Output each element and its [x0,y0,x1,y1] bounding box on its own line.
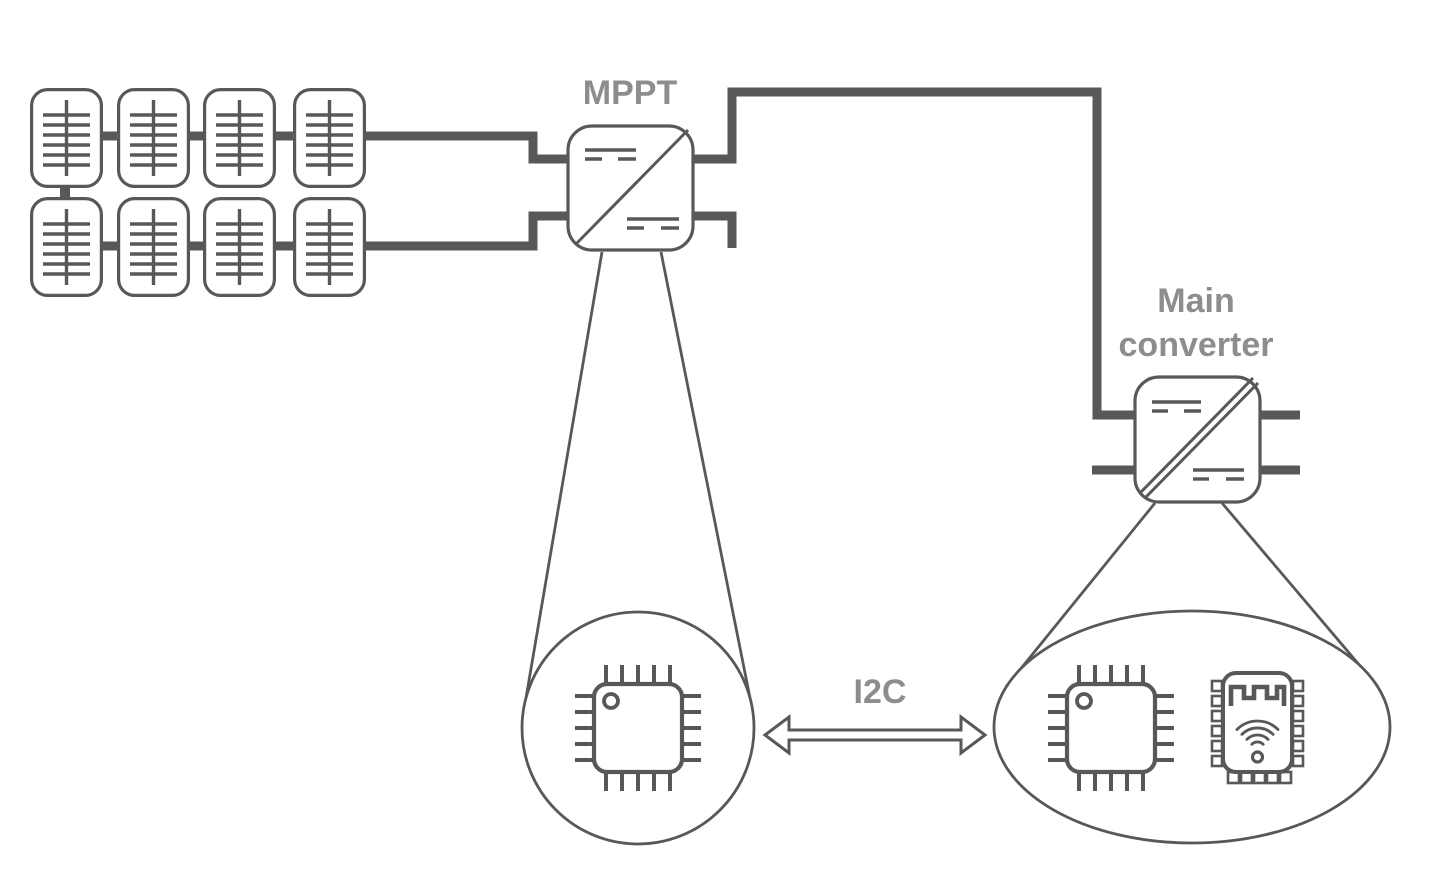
mppt-to-main-wire [692,87,1137,420]
wifi-module-icon [1210,671,1305,785]
main-converter-label-line1: Main [1157,282,1234,320]
main-converter-label-line2: converter [1119,326,1274,364]
magnifier-cone-line [659,251,752,699]
solar-panel-icon [203,88,276,188]
solar-panel-icon [30,88,103,188]
dc-symbol-output [627,217,679,230]
dc-dc-converter-icon [1133,375,1262,504]
main-converter-block [1133,375,1262,504]
dc-symbol-output [1193,468,1244,481]
magnifier-cone-line [1004,502,1157,688]
magnifier-cone-line [524,251,604,699]
mppt-return-stub-wire [692,211,737,248]
solar-panel-icon [117,88,190,188]
i2c-double-arrow-icon [762,714,988,756]
solar-panel-icon [293,197,366,297]
dc-symbol-input [585,148,636,161]
solar-panel-icon [117,197,190,297]
solar-panel-icon [30,197,103,297]
mppt-label: MPPT [583,74,678,112]
solar-panel-icon [203,197,276,297]
main-converter-zoom-callout [992,502,1392,845]
solar-panel-icon [293,88,366,188]
magnifier-cone-line [1220,502,1380,688]
i2c-label: I2C [854,673,907,711]
solar-array [30,88,366,297]
mppt-zoom-callout [520,251,756,846]
dc-symbol-input [1152,400,1201,413]
mppt-converter-block [566,124,695,252]
pcb-antenna-trace [1228,684,1287,706]
wifi-waves-icon [1235,719,1280,746]
